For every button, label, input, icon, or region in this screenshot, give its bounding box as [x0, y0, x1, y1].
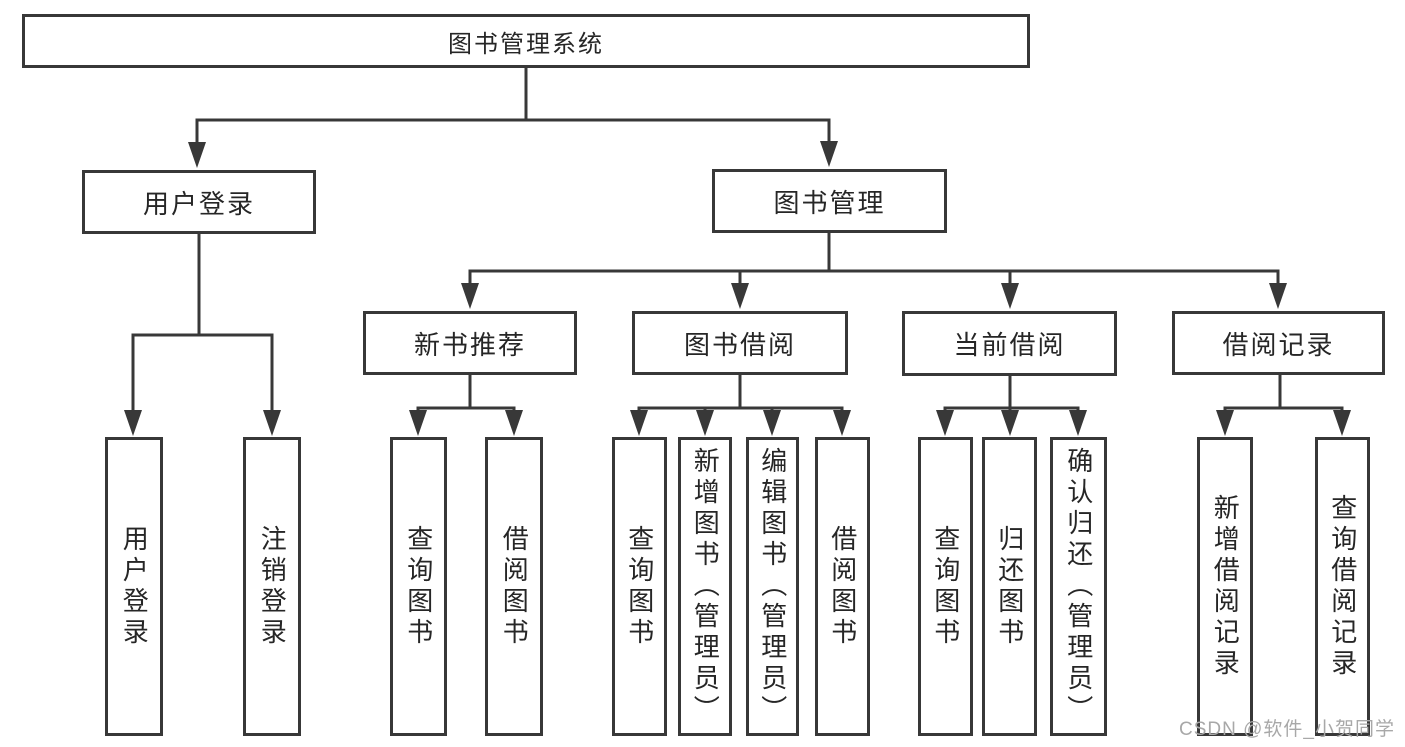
leaf-logout: 注销登录: [243, 437, 301, 736]
leaf-edit-book-admin: 编辑图书（管理员）: [746, 437, 799, 736]
leaf-edit-book-admin-label: 编辑图书（管理员）: [757, 447, 788, 726]
leaf-add-book-admin: 新增图书（管理员）: [678, 437, 732, 736]
node-current-borrow: 当前借阅: [902, 311, 1117, 376]
node-book-borrow: 图书借阅: [632, 311, 848, 375]
leaf-confirm-return-admin-label: 确认归还（管理员）: [1063, 447, 1094, 726]
leaf-query-books-current: 查询图书: [918, 437, 973, 736]
leaf-borrow-books-label: 借阅图书: [827, 524, 858, 649]
leaf-query-books-recommend: 查询图书: [390, 437, 447, 736]
leaf-add-borrow-record-label: 新增借阅记录: [1210, 493, 1241, 680]
leaf-query-borrow-record-label: 查询借阅记录: [1327, 493, 1358, 680]
leaf-query-books-recommend-label: 查询图书: [403, 524, 434, 649]
leaf-confirm-return-admin: 确认归还（管理员）: [1050, 437, 1107, 736]
node-root-library-system: 图书管理系统: [22, 14, 1030, 68]
leaf-query-books-current-label: 查询图书: [930, 524, 961, 649]
leaf-return-book: 归还图书: [982, 437, 1037, 736]
leaf-add-book-admin-label: 新增图书（管理员）: [690, 447, 721, 726]
leaf-add-borrow-record: 新增借阅记录: [1197, 437, 1253, 736]
leaf-borrow-books-recommend-label: 借阅图书: [499, 524, 530, 649]
leaf-logout-label: 注销登录: [257, 524, 288, 649]
tree-edges: [131, 68, 1344, 412]
node-user-login: 用户登录: [82, 170, 316, 234]
node-borrow-records: 借阅记录: [1172, 311, 1385, 375]
leaf-borrow-books: 借阅图书: [815, 437, 870, 736]
leaf-user-login-label: 用户登录: [119, 524, 150, 649]
leaf-return-book-label: 归还图书: [994, 524, 1025, 649]
csdn-watermark: CSDN @软件_小贺同学: [1179, 719, 1395, 740]
leaf-borrow-books-recommend: 借阅图书: [485, 437, 543, 736]
node-book-management: 图书管理: [712, 169, 947, 233]
node-new-book-recommend: 新书推荐: [363, 311, 577, 375]
leaf-query-books-borrow-label: 查询图书: [624, 524, 655, 649]
arrowheads: [124, 141, 1351, 436]
leaf-query-borrow-record: 查询借阅记录: [1315, 437, 1370, 736]
leaf-user-login: 用户登录: [105, 437, 163, 736]
leaf-query-books-borrow: 查询图书: [612, 437, 667, 736]
